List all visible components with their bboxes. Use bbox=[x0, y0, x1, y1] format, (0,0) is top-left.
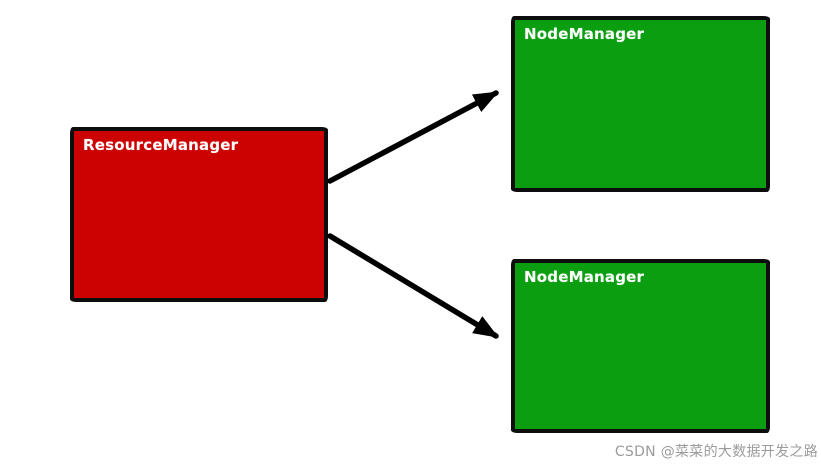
node-resource-manager: ResourceManager bbox=[70, 127, 328, 302]
arrow-rm-to-nm2 bbox=[327, 233, 499, 339]
node-node-manager-1: NodeManager bbox=[511, 16, 770, 192]
arrow-rm-to-nm1 bbox=[327, 90, 499, 184]
node-node-manager-2-label: NodeManager bbox=[524, 268, 645, 286]
node-node-manager-2: NodeManager bbox=[511, 259, 770, 433]
node-node-manager-1-label: NodeManager bbox=[524, 25, 645, 43]
csdn-watermark: CSDN @菜菜的大数据开发之路 bbox=[614, 444, 818, 460]
node-resource-manager-label: ResourceManager bbox=[83, 136, 239, 154]
